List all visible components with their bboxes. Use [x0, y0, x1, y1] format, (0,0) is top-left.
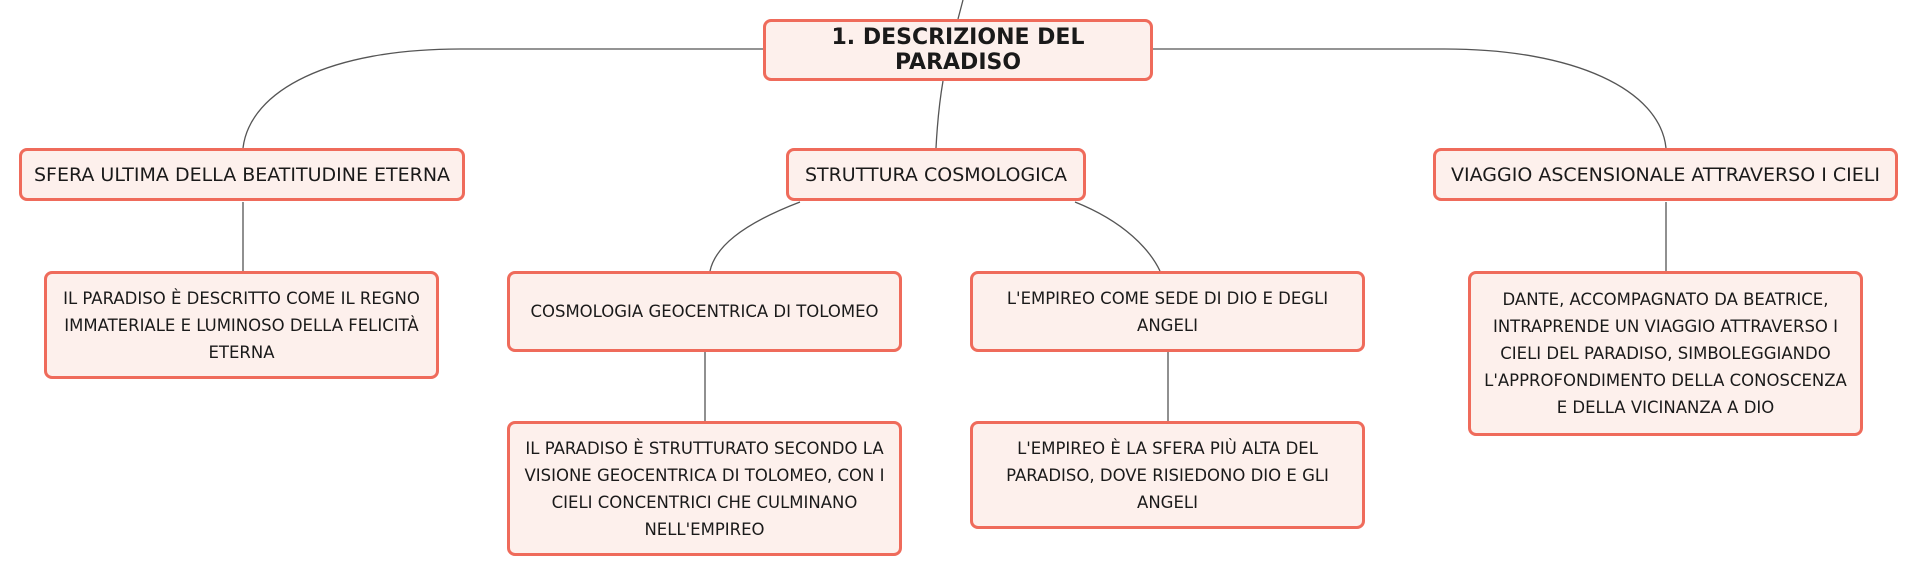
subtopic-empireo-sede-label: L'EMPIREO COME SEDE DI DIO E DEGLI ANGEL… — [1006, 288, 1329, 335]
topic-sfera-ultima-label: SFERA ULTIMA DELLA BEATITUDINE ETERNA — [33, 163, 451, 186]
subtopic-paradiso-strutturato-label: IL PARADISO È STRUTTURATO SECONDO LA VIS… — [524, 438, 885, 539]
root-topic[interactable]: 1. DESCRIZIONE DEL PARADISO — [763, 19, 1153, 81]
subtopic-cosmologia-geocentrica-label: COSMOLOGIA GEOCENTRICA DI TOLOMEO — [530, 302, 879, 321]
subtopic-empireo-sfera-alta-label: L'EMPIREO È LA SFERA PIÙ ALTA DEL PARADI… — [1006, 438, 1329, 512]
subtopic-paradiso-regno[interactable]: IL PARADISO È DESCRITTO COME IL REGNO IM… — [44, 271, 439, 379]
subtopic-paradiso-regno-label: IL PARADISO È DESCRITTO COME IL REGNO IM… — [63, 288, 420, 362]
topic-viaggio-ascensionale[interactable]: VIAGGIO ASCENSIONALE ATTRAVERSO I CIELI — [1433, 148, 1898, 201]
connector-root-struttura — [935, 80, 944, 149]
topic-sfera-ultima[interactable]: SFERA ULTIMA DELLA BEATITUDINE ETERNA — [19, 148, 465, 201]
connector-root-sfera — [242, 48, 763, 149]
subtopic-dante-beatrice-label: DANTE, ACCOMPAGNATO DA BEATRICE, INTRAPR… — [1484, 290, 1847, 417]
subtopic-cosmologia-geocentrica[interactable]: COSMOLOGIA GEOCENTRICA DI TOLOMEO — [507, 271, 902, 352]
subtopic-empireo-sfera-alta[interactable]: L'EMPIREO È LA SFERA PIÙ ALTA DEL PARADI… — [970, 421, 1365, 529]
connector-struttura-empireo — [1074, 201, 1161, 272]
subtopic-paradiso-strutturato[interactable]: IL PARADISO È STRUTTURATO SECONDO LA VIS… — [507, 421, 902, 556]
topic-struttura-cosmologica-label: STRUTTURA COSMOLOGICA — [804, 163, 1068, 186]
subtopic-dante-beatrice[interactable]: DANTE, ACCOMPAGNATO DA BEATRICE, INTRAPR… — [1468, 271, 1863, 436]
subtopic-empireo-sede[interactable]: L'EMPIREO COME SEDE DI DIO E DEGLI ANGEL… — [970, 271, 1365, 352]
root-topic-label: 1. DESCRIZIONE DEL PARADISO — [831, 25, 1085, 75]
connector-root-viaggio — [1153, 48, 1667, 149]
topic-struttura-cosmologica[interactable]: STRUTTURA COSMOLOGICA — [786, 148, 1086, 201]
connector-struttura-cosmologia — [709, 201, 801, 272]
connector-parent-root — [957, 0, 964, 20]
topic-viaggio-ascensionale-label: VIAGGIO ASCENSIONALE ATTRAVERSO I CIELI — [1451, 163, 1880, 186]
